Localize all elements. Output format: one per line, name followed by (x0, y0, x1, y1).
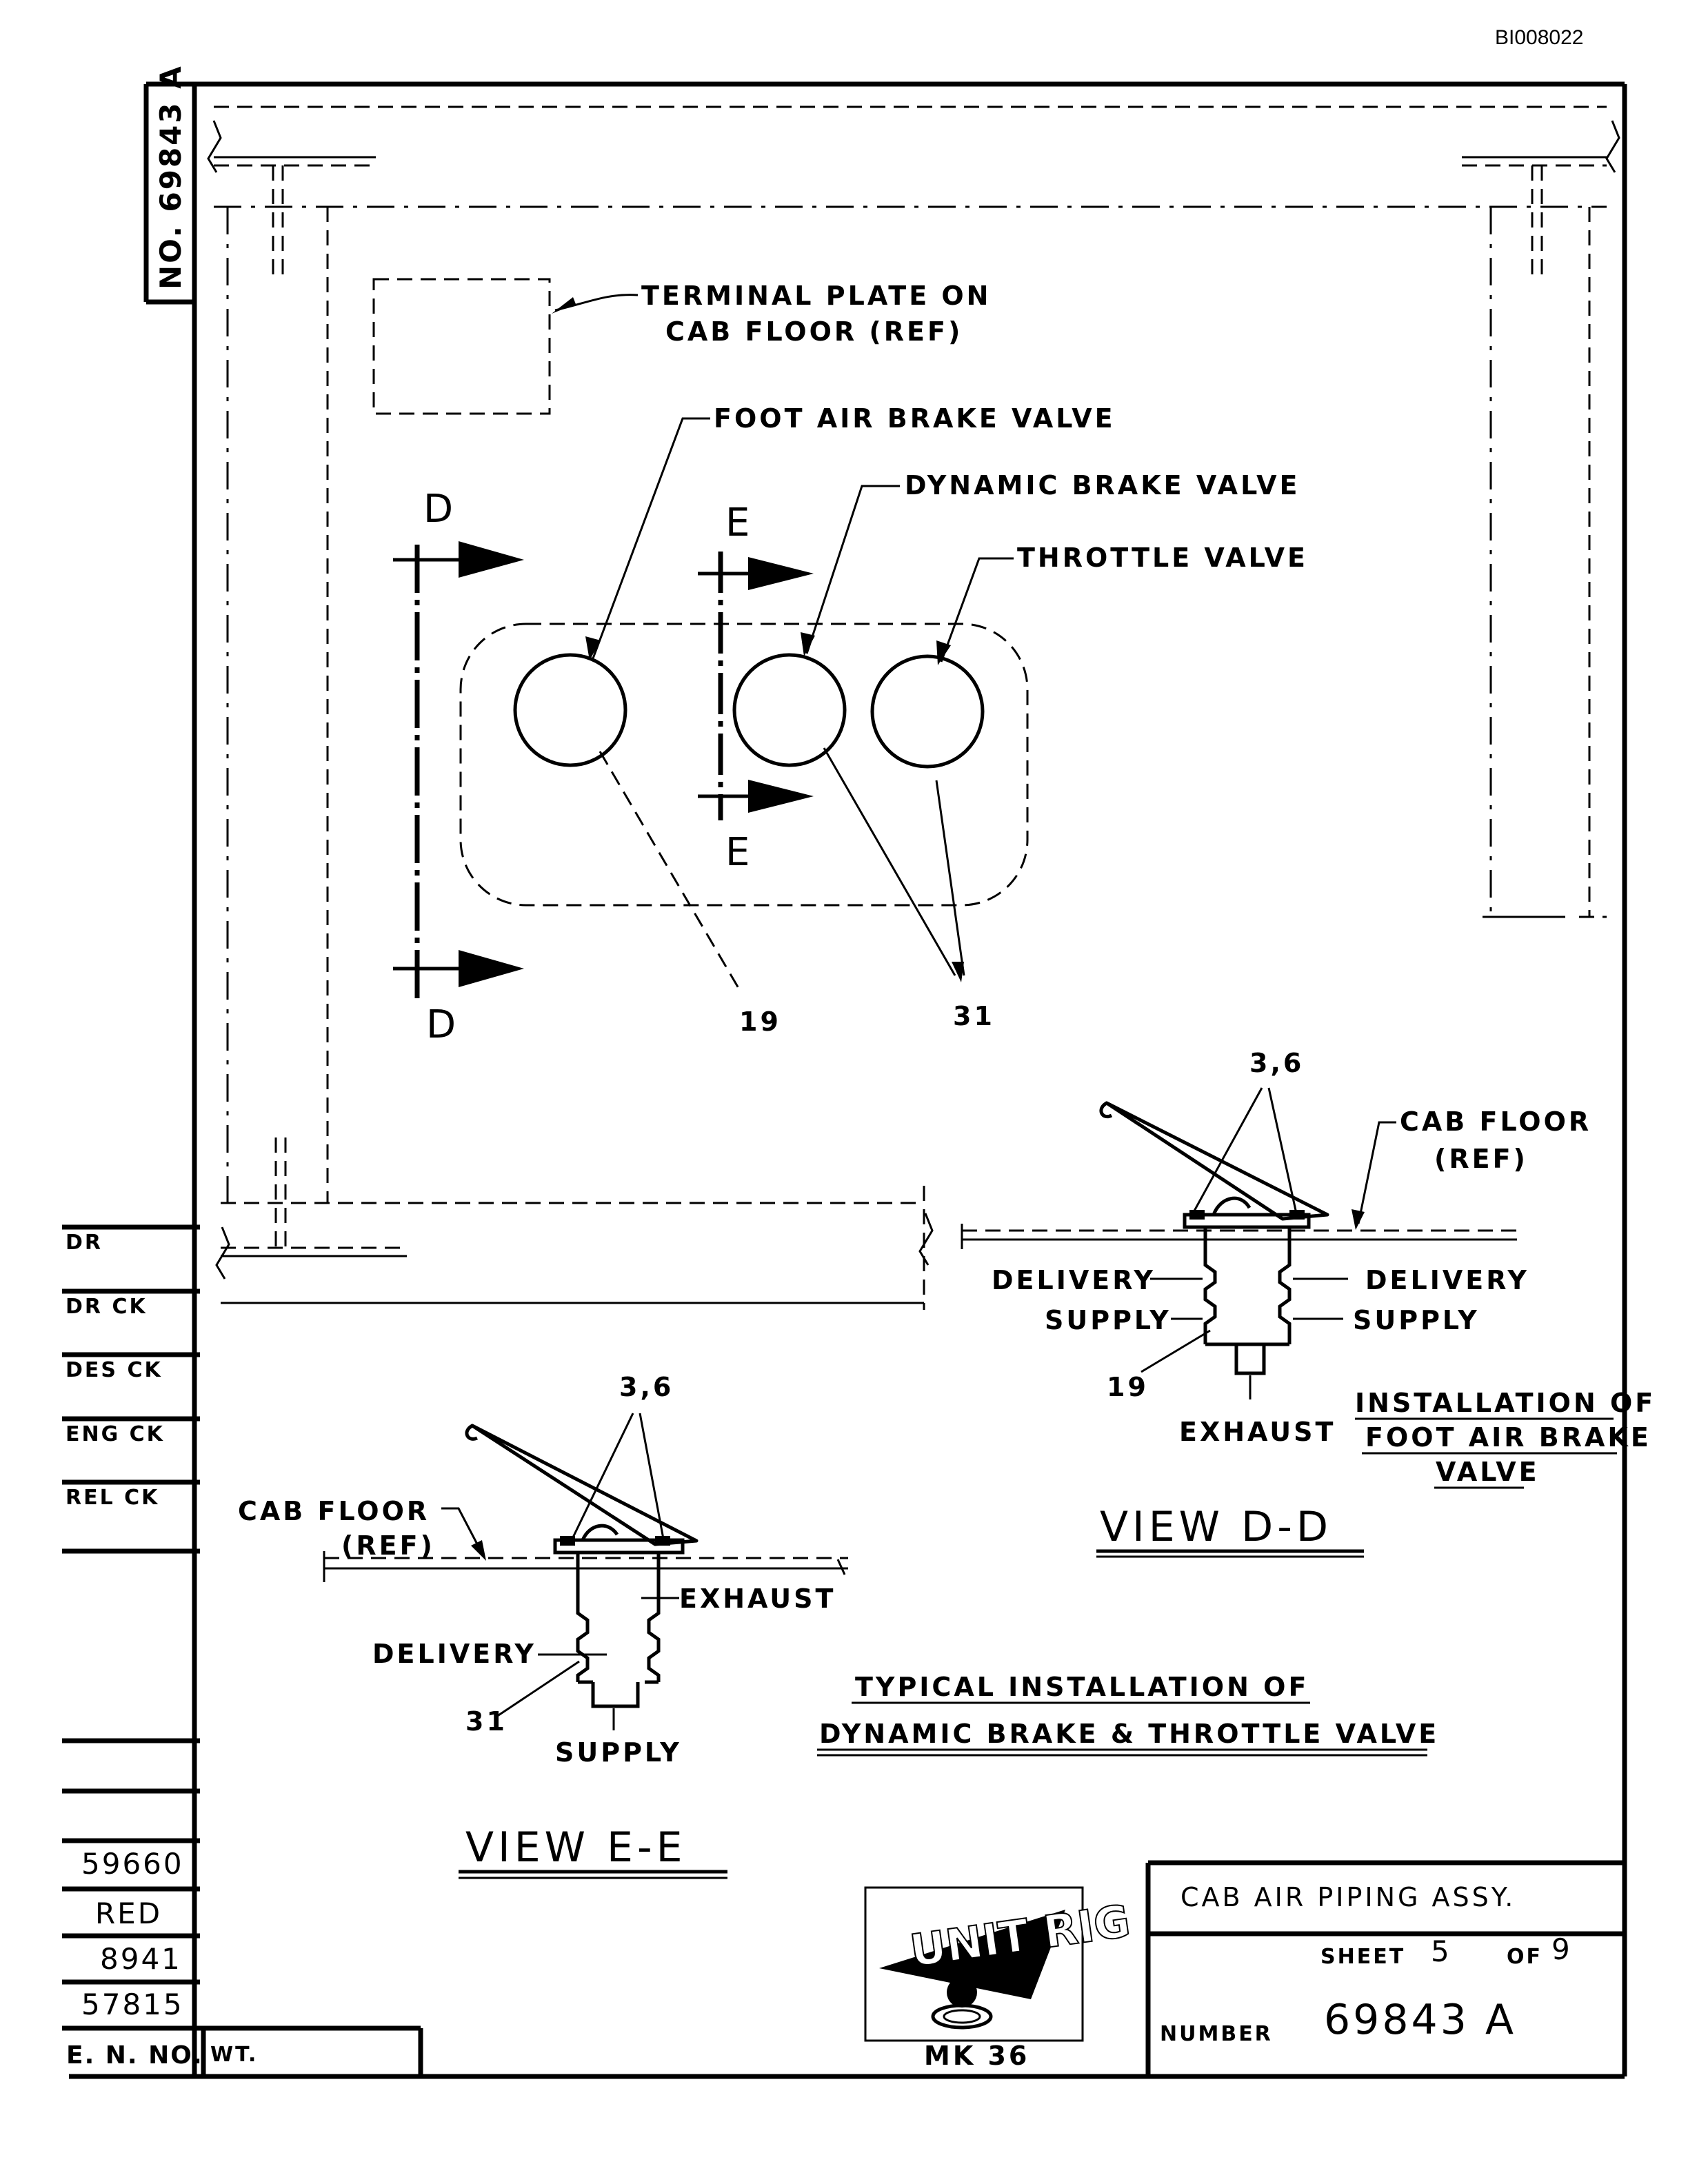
en-number-3: 8941 (100, 1942, 182, 1976)
drawing-number: 69843 A (1324, 1996, 1516, 2044)
valve-panel-outline (459, 623, 1029, 907)
dynamic-brake-valve-label: DYNAMIC BRAKE VALVE (905, 470, 1300, 501)
en-number-1: 59660 (81, 1847, 184, 1881)
throttle-valve-circle (870, 654, 985, 769)
dynamic-brake-valve-circle (732, 653, 847, 767)
section-d-bottom: D (426, 1002, 456, 1047)
en-number-2: RED (95, 1897, 162, 1930)
sheet-total: 9 (1551, 1932, 1572, 1966)
typical-note-2: DYNAMIC BRAKE & THROTTLE VALVE (819, 1719, 1439, 1749)
en-number-4: 57815 (81, 1988, 184, 2021)
install-note-1: INSTALLATION OF (1355, 1388, 1656, 1418)
supply-right-dd: SUPPLY (1353, 1305, 1480, 1335)
supply-ee: SUPPLY (555, 1737, 682, 1768)
view-dd: 3,6 CAB FLOOR (REF) DELIVERY DELIVERY SU… (961, 1048, 1656, 1558)
install-note-2: FOOT AIR BRAKE (1365, 1422, 1651, 1453)
check-dr-ck: DR CK (66, 1295, 148, 1319)
section-d-top: D (423, 487, 453, 532)
delivery-right-dd: DELIVERY (1365, 1265, 1529, 1295)
check-eng-ck: ENG CK (66, 1422, 165, 1446)
callout-36-ee: 3,6 (619, 1372, 674, 1402)
foot-air-brake-valve-label: FOOT AIR BRAKE VALVE (714, 403, 1116, 434)
throttle-valve-label: THROTTLE VALVE (1017, 543, 1308, 573)
terminal-plate-label-1: TERMINAL PLATE ON (641, 281, 992, 311)
of-label: OF (1507, 1945, 1543, 1969)
section-e-bottom: E (725, 830, 750, 875)
drawing-title: CAB AIR PIPING ASSY. (1180, 1882, 1516, 1912)
cab-floor-label-ee: CAB FLOOR (238, 1496, 430, 1526)
cab-floor-ref-dd: (REF) (1434, 1144, 1528, 1174)
foot-air-brake-valve-circle (513, 653, 627, 767)
check-dr: DR (66, 1231, 103, 1255)
cab-structure (207, 105, 1620, 1310)
en-no-label: E. N. NO. (66, 2041, 203, 2070)
sheet-number: 5 (1431, 1934, 1451, 1968)
cab-floor-ref-ee: (REF) (341, 1530, 435, 1561)
plan-view: TERMINAL PLATE ON CAB FLOOR (REF) FOOT A… (372, 278, 1308, 1047)
unit-rig-logo: UNIT RIG (864, 1886, 1134, 2042)
title-block: CAB AIR PIPING ASSY. SHEET 5 OF 9 NUMBER… (1145, 1860, 1625, 2076)
vertical-drawing-number: NO. 69843 A (154, 64, 188, 290)
check-rel-ck: REL CK (66, 1486, 159, 1510)
callout-36-dd: 3,6 (1249, 1048, 1304, 1078)
delivery-ee: DELIVERY (372, 1639, 536, 1669)
view-ee: 3,6 CAB FLOOR (REF) EXHAUST DELIVERY 31 … (238, 1372, 1439, 1879)
drawing-border (69, 81, 1627, 2079)
delivery-left-dd: DELIVERY (992, 1265, 1156, 1295)
install-note-3: VALVE (1436, 1457, 1540, 1487)
callout-31-ee: 31 (465, 1706, 508, 1737)
cab-floor-label-dd: CAB FLOOR (1400, 1106, 1591, 1137)
number-label: NUMBER (1160, 2022, 1273, 2046)
left-revision-block: DR DR CK DES CK ENG CK REL CK 59660 RED … (62, 1224, 423, 2076)
exhaust-ee: EXHAUST (679, 1584, 836, 1614)
callout-19-plan: 19 (739, 1007, 781, 1037)
terminal-plate-label-2: CAB FLOOR (REF) (665, 316, 963, 347)
sheet-label: SHEET (1320, 1945, 1405, 1969)
section-e-top: E (725, 501, 750, 545)
callout-31-plan: 31 (953, 1001, 995, 1031)
supply-left-dd: SUPPLY (1045, 1305, 1172, 1335)
view-ee-title: VIEW E-E (465, 1823, 687, 1872)
view-dd-title: VIEW D-D (1100, 1503, 1332, 1551)
exhaust-dd: EXHAUST (1179, 1417, 1336, 1447)
terminal-plate-outline (372, 278, 551, 415)
check-des-ck: DES CK (66, 1358, 163, 1382)
document-id: BI008022 (1495, 26, 1583, 49)
mk-label: MK 36 (924, 2041, 1029, 2071)
wt-label: WT. (210, 2043, 258, 2067)
callout-19-dd: 19 (1107, 1372, 1149, 1402)
typical-note-1: TYPICAL INSTALLATION OF (855, 1672, 1309, 1702)
